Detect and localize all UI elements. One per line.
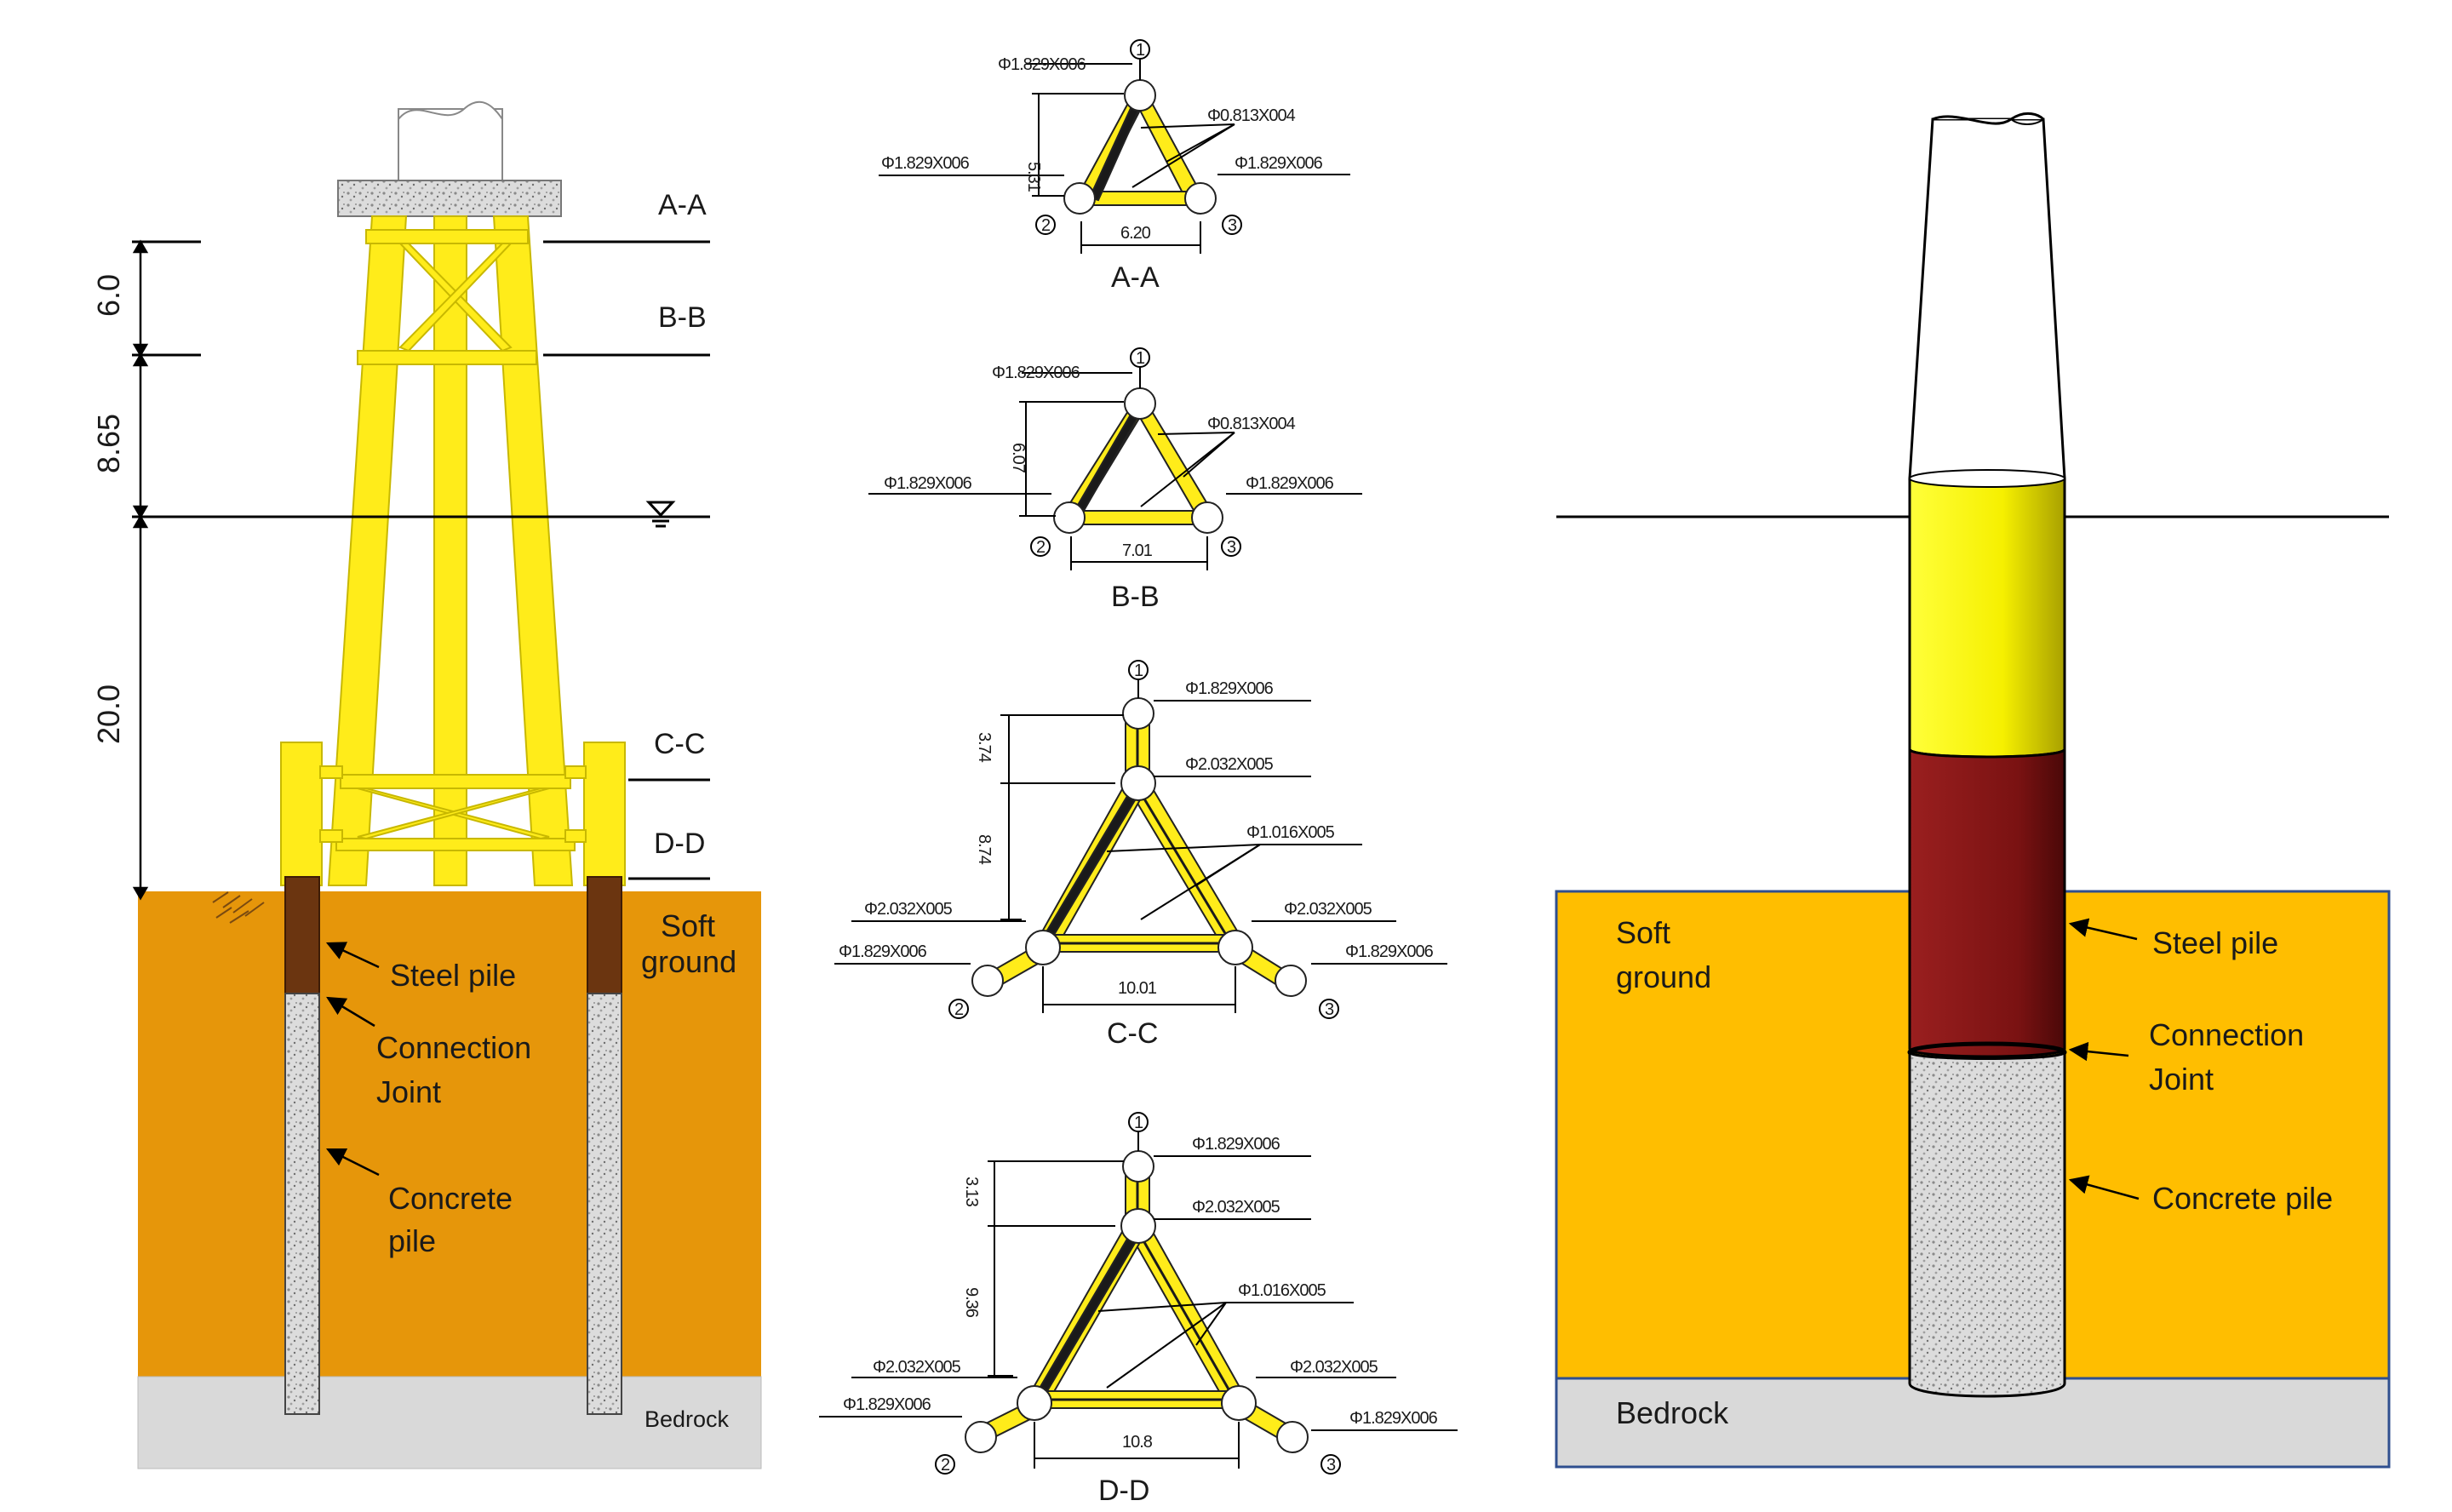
section-mark-d-d: D-D xyxy=(654,828,705,860)
transition-piece xyxy=(337,180,562,217)
steel-pile-label-left: Steel pile xyxy=(390,958,516,993)
connection-joint-label-left-1: Connection xyxy=(376,1030,531,1065)
d-d-h2: 9.36 xyxy=(962,1287,981,1318)
a-a-top-brace: Φ1.829X006 xyxy=(998,55,1086,74)
b-b-node-1: 1 xyxy=(1136,349,1145,368)
section-d-d: 1 2 3 Φ1.829X006 Φ2.032X005 Φ1.016X005 Φ… xyxy=(819,1112,1458,1507)
d-d-right-a: Φ2.032X005 xyxy=(1290,1358,1378,1377)
section-views: 1 2 3 Φ1.829X006 Φ0.813X004 Φ1.829X006 Φ… xyxy=(819,39,1458,1507)
jacket-leg-segment xyxy=(1908,477,2066,759)
d-d-width: 10.8 xyxy=(1122,1433,1153,1452)
c-c-top: Φ1.829X006 xyxy=(1185,679,1274,698)
dim-6-0: 6.0 xyxy=(91,274,126,317)
b-b-left: Φ1.829X006 xyxy=(884,474,972,493)
d-d-caption: D-D xyxy=(1098,1475,1149,1507)
c-c-node-1: 1 xyxy=(1134,662,1143,680)
b-b-height: 6.07 xyxy=(1009,443,1028,473)
section-b-b: 1 2 3 Φ1.829X006 Φ0.813X004 Φ1.829X006 Φ… xyxy=(868,347,1362,613)
a-a-right: Φ1.829X006 xyxy=(1235,154,1323,173)
d-d-left-b: Φ1.829X006 xyxy=(843,1395,931,1414)
a-a-width: 6.20 xyxy=(1120,224,1151,243)
soft-ground-left xyxy=(138,891,761,1377)
d-d-node-3: 3 xyxy=(1326,1456,1336,1475)
c-c-h1: 3.74 xyxy=(975,732,994,763)
c-c-diag: Φ1.016X005 xyxy=(1246,823,1335,842)
c-c-width: 10.01 xyxy=(1118,979,1157,998)
b-b-top-brace: Φ1.829X006 xyxy=(992,364,1080,382)
a-a-diag: Φ0.813X004 xyxy=(1207,106,1296,125)
d-d-top2: Φ2.032X005 xyxy=(1192,1198,1280,1217)
jacket-structure xyxy=(280,215,626,886)
connection-joint-label-right-2: Joint xyxy=(2149,1062,2214,1097)
soft-ground-label-2: ground xyxy=(641,944,736,979)
right-pile xyxy=(587,876,622,1415)
d-d-node-1: 1 xyxy=(1134,1114,1143,1132)
dim-20-0: 20.0 xyxy=(91,684,126,744)
b-b-right: Φ1.829X006 xyxy=(1246,474,1334,493)
section-mark-c-c: C-C xyxy=(654,728,705,760)
c-c-node-2: 2 xyxy=(954,1000,964,1019)
concrete-pile-label-right: Concrete pile xyxy=(2152,1181,2333,1216)
a-a-caption: A-A xyxy=(1111,261,1160,294)
a-a-node-2: 2 xyxy=(1041,216,1051,235)
soft-ground-label-1: Soft xyxy=(661,908,715,943)
c-c-top2: Φ2.032X005 xyxy=(1185,755,1274,774)
b-b-node-2: 2 xyxy=(1036,538,1046,557)
tower-pipe-right-icon xyxy=(1908,112,2066,480)
b-b-width: 7.01 xyxy=(1122,541,1153,560)
right-panel: Soft ground Bedrock Steel pile Connectio… xyxy=(1555,112,2391,1469)
concrete-pile-label-left-2: pile xyxy=(388,1223,436,1258)
water-level-icon xyxy=(645,501,676,528)
section-a-a: 1 2 3 Φ1.829X006 Φ0.813X004 Φ1.829X006 Φ… xyxy=(879,39,1350,294)
c-c-left-a: Φ2.032X005 xyxy=(864,900,953,919)
bedrock-left xyxy=(137,1376,762,1469)
section-c-c: 1 2 3 Φ1.829X006 Φ2.032X005 Φ1.016X005 Φ… xyxy=(834,660,1447,1050)
d-d-node-2: 2 xyxy=(941,1456,950,1475)
soft-ground-label-right-2: ground xyxy=(1616,959,1711,994)
d-d-diag: Φ1.016X005 xyxy=(1238,1281,1326,1300)
a-a-left: Φ1.829X006 xyxy=(881,154,970,173)
dim-8-65: 8.65 xyxy=(91,414,126,473)
b-b-node-3: 3 xyxy=(1227,538,1236,557)
c-c-h2: 8.74 xyxy=(975,834,994,865)
a-a-height: 5.31 xyxy=(1024,162,1043,192)
bedrock-label: Bedrock xyxy=(645,1406,730,1432)
c-c-node-3: 3 xyxy=(1325,1000,1334,1019)
d-d-top: Φ1.829X006 xyxy=(1192,1135,1280,1154)
left-panel: 6.0 8.65 20.0 A-A B-B C-C D-D Soft groun… xyxy=(91,100,762,1469)
connection-joint-label-right-1: Connection xyxy=(2149,1017,2304,1052)
section-mark-a-a: A-A xyxy=(658,189,707,221)
a-a-node-1: 1 xyxy=(1136,41,1145,60)
concrete-pile-segment xyxy=(1908,1051,2066,1398)
tower-pipe-icon xyxy=(398,100,503,183)
level-lines xyxy=(132,240,710,880)
a-a-node-3: 3 xyxy=(1228,216,1237,235)
section-mark-b-b: B-B xyxy=(658,301,707,334)
connection-joint-label-left-2: Joint xyxy=(376,1074,441,1109)
dimension-line xyxy=(132,239,149,901)
bedrock-label-right: Bedrock xyxy=(1616,1395,1729,1430)
c-c-right-b: Φ1.829X006 xyxy=(1345,942,1434,961)
d-d-h1: 3.13 xyxy=(962,1177,981,1207)
b-b-diag: Φ0.813X004 xyxy=(1207,415,1296,433)
c-c-right-a: Φ2.032X005 xyxy=(1284,900,1372,919)
d-d-left-a: Φ2.032X005 xyxy=(873,1358,961,1377)
c-c-left-b: Φ1.829X006 xyxy=(839,942,927,961)
c-c-caption: C-C xyxy=(1107,1017,1158,1050)
steel-pile-segment xyxy=(1908,747,2066,1058)
steel-pile-label-right: Steel pile xyxy=(2152,925,2278,960)
d-d-right-b: Φ1.829X006 xyxy=(1349,1409,1438,1428)
seabed-hatch-icon xyxy=(212,891,265,924)
concrete-pile-label-left-1: Concrete xyxy=(388,1181,513,1216)
b-b-caption: B-B xyxy=(1111,581,1160,613)
left-pile xyxy=(284,876,320,1415)
soft-ground-label-right-1: Soft xyxy=(1616,915,1670,950)
